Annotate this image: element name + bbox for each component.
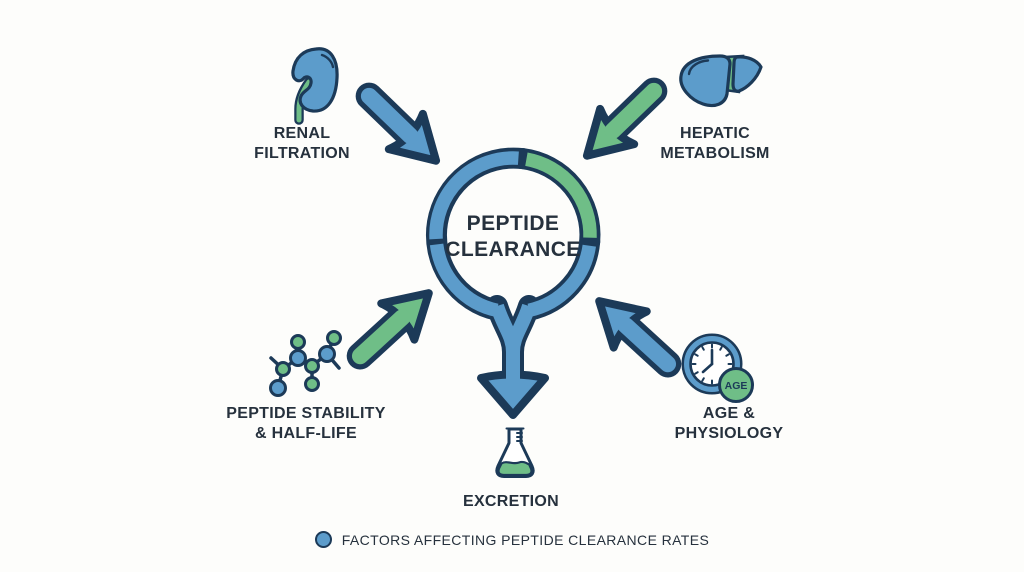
label-line: AGE & (702, 405, 756, 422)
arrow-renal-to-center (355, 82, 441, 165)
atom-node (289, 349, 307, 367)
liver-icon (679, 54, 763, 108)
arrow-stability-to-center (346, 289, 433, 370)
age-badge-label: AGE (725, 380, 748, 392)
label-age-physiology: AGE & PHYSIOLOGY (649, 404, 809, 444)
clock-icon: AGE (681, 333, 754, 403)
label-hepatic-metabolism: HEPATIC METABOLISM (635, 124, 795, 164)
kidney-body (291, 47, 339, 113)
atom-node (269, 379, 287, 397)
age-badge: AGE (718, 367, 754, 403)
center-title-line1: PEPTIDE (466, 212, 560, 235)
atom-node (304, 358, 320, 374)
peptide-clearance-ring (425, 147, 601, 419)
arrow-hepatic-to-center (582, 77, 668, 160)
atom-node (290, 334, 306, 350)
label-line: FILTRATION (254, 145, 350, 162)
ring-segment-blue-right (527, 244, 596, 317)
label-line: HEPATIC (680, 125, 750, 142)
flask-liquid (497, 460, 533, 477)
kidney-icon (291, 47, 339, 125)
flask-icon (495, 427, 535, 478)
liver-left-lobe (679, 54, 732, 108)
label-renal-filtration: RENAL FILTRATION (222, 124, 382, 164)
label-line: METABOLISM (660, 145, 770, 162)
ring-segment-blue-top-left (429, 151, 519, 240)
center-title: PEPTIDE CLEARANCE (433, 211, 593, 263)
center-title-line2: CLEARANCE (445, 238, 581, 261)
excretion-arrowhead (477, 370, 549, 419)
legend: FACTORS AFFECTING PEPTIDE CLEARANCE RATE… (0, 531, 1024, 548)
label-peptide-stability: PEPTIDE STABILITY & HALF-LIFE (216, 404, 396, 444)
atom-node (326, 330, 342, 346)
label-line: EXCRETION (462, 493, 560, 510)
legend-circle-marker (314, 531, 332, 548)
atom-node (275, 361, 291, 377)
atom-node (304, 376, 320, 392)
molecule-icon (269, 330, 342, 397)
label-excretion: EXCRETION (431, 492, 591, 512)
ring-segment-green (525, 152, 597, 238)
ring-segment-blue-bottom-left (429, 243, 499, 317)
legend-label: FACTORS AFFECTING PEPTIDE CLEARANCE RATE… (341, 531, 710, 548)
label-line: PHYSIOLOGY (674, 425, 784, 442)
label-line: PEPTIDE STABILITY (226, 405, 386, 422)
label-line: RENAL (273, 125, 331, 142)
atom-node (318, 345, 336, 363)
clock-hands (701, 348, 714, 374)
label-line: & HALF-LIFE (255, 425, 357, 442)
arrow-age-to-center (595, 297, 682, 378)
liver-right-lobe (731, 55, 763, 93)
